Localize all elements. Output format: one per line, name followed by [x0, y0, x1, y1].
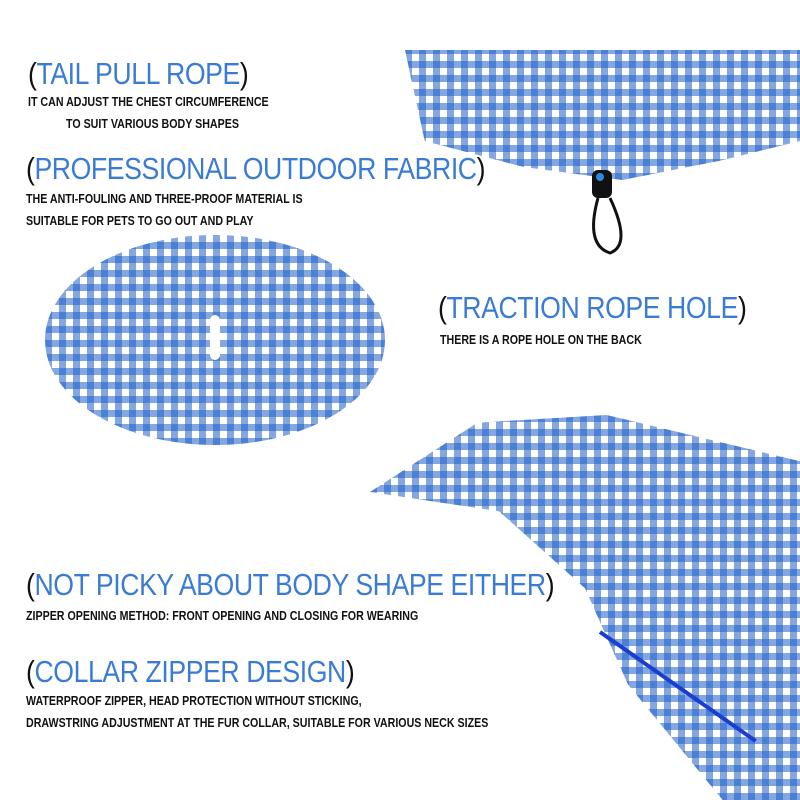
tail-rope-line-2: TO SUIT VARIOUS BODY SHAPES: [66, 116, 239, 131]
fabric-photo-oval: [45, 235, 385, 445]
heading-collar-zipper: (COLLAR ZIPPER DESIGN): [26, 654, 355, 689]
heading-body-shape: (NOT PICKY ABOUT BODY SHAPE EITHER): [26, 567, 555, 602]
fabric-photo-collar: [370, 415, 800, 800]
fabric-line-1: THE ANTI-FOULING AND THREE-PROOF MATERIA…: [26, 191, 303, 206]
collar-line-2: DRAWSTRING ADJUSTMENT AT THE FUR COLLAR,…: [26, 715, 489, 730]
heading-tail-pull-rope: (TAIL PULL ROPE): [28, 56, 249, 91]
rope-hole: [210, 315, 220, 360]
tail-rope-line-1: IT CAN ADJUST THE CHEST CIRCUMFERENCE: [28, 94, 269, 109]
heading-outdoor-fabric: (PROFESSIONAL OUTDOOR FABRIC): [26, 151, 486, 186]
rope-hole-line-1: THERE IS A ROPE HOLE ON THE BACK: [440, 332, 642, 347]
collar-line-1: WATERPROOF ZIPPER, HEAD PROTECTION WITHO…: [26, 693, 362, 708]
rope-toggle-icon: [592, 170, 623, 255]
fabric-line-2: SUITABLE FOR PETS TO GO OUT AND PLAY: [26, 213, 254, 228]
body-shape-line-1: ZIPPER OPENING METHOD: FRONT OPENING AND…: [26, 608, 419, 623]
heading-traction-rope-hole: (TRACTION ROPE HOLE): [438, 290, 747, 325]
